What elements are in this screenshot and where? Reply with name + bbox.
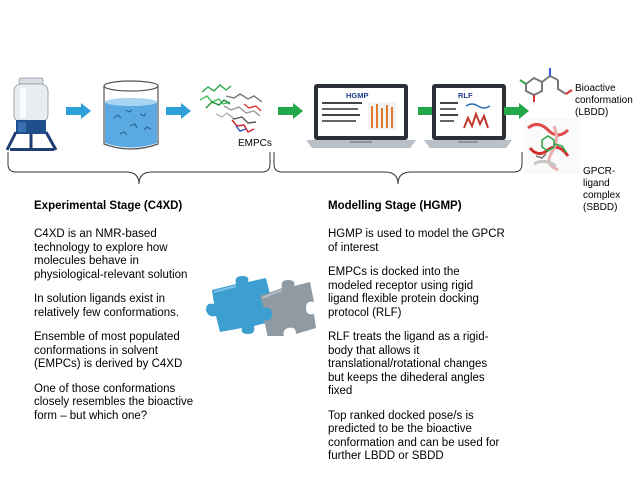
experimental-stage-heading: Experimental Stage (C4XD) xyxy=(34,200,183,212)
modelling-paragraph: HGMP is used to model the GPCR of intere… xyxy=(328,228,505,254)
nmr-spectrometer-icon xyxy=(5,77,58,151)
experimental-paragraph: In solution ligands exist in relatively … xyxy=(34,293,180,319)
arrow-right-icon xyxy=(278,103,303,119)
modelling-stage-text: HGMP is used to model the GPCR of intere… xyxy=(328,228,506,475)
experimental-paragraph: C4XD is an NMR-based technology to explo… xyxy=(34,228,188,281)
beaker-solution-icon xyxy=(103,80,159,150)
bioactive-label: Bioactive conformation (LBDD) xyxy=(575,83,633,118)
empcs-ensemble-icon xyxy=(199,84,263,133)
modelling-paragraph: Top ranked docked pose/s is predicted to… xyxy=(328,409,500,463)
modelling-paragraph: RLF treats the ligand as a rigid-body th… xyxy=(328,331,489,397)
arrow-right-icon xyxy=(166,103,191,119)
hgmp-laptop-icon xyxy=(306,84,416,148)
experimental-stage-text: C4XD is an NMR-based technology to explo… xyxy=(34,228,206,434)
puzzle-pieces-icon xyxy=(206,276,316,336)
arrow-right-icon xyxy=(504,103,529,119)
empcs-label: EMPCs xyxy=(238,138,272,149)
bioactive-molecule-icon xyxy=(519,68,573,102)
rlf-screen-title: RLF xyxy=(458,91,473,100)
gpcr-complex-label: GPCR-ligand complex (SBDD) xyxy=(583,166,621,213)
experimental-stage-brace xyxy=(7,152,271,185)
experimental-paragraph: Ensemble of most populated conformations… xyxy=(34,331,183,370)
rlf-laptop-icon xyxy=(424,84,512,148)
modelling-paragraph: EMPCs is docked into the modeled recepto… xyxy=(328,266,479,319)
modelling-stage-brace xyxy=(273,152,523,185)
experimental-paragraph: One of those conformations closely resem… xyxy=(34,382,194,422)
hgmp-screen-title: HGMP xyxy=(346,91,369,100)
arrow-right-icon xyxy=(66,103,91,119)
gpcr-ligand-complex-icon xyxy=(524,118,580,174)
modelling-stage-heading: Modelling Stage (HGMP) xyxy=(328,200,462,212)
